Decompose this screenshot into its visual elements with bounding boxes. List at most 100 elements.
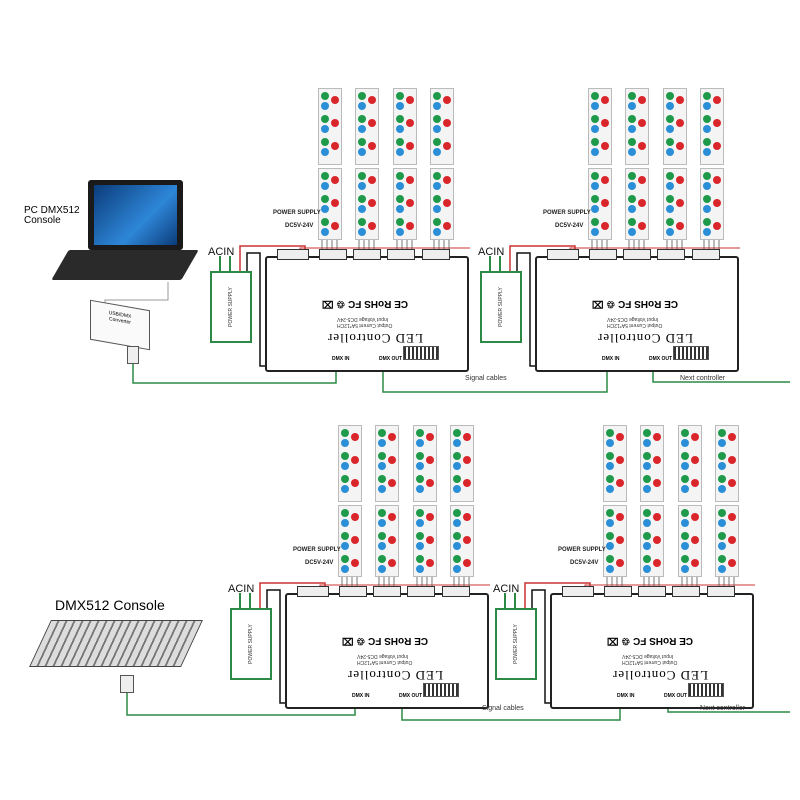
- terminal-block: [407, 586, 435, 597]
- green-led: [606, 509, 614, 517]
- green-led: [681, 555, 689, 563]
- blue-led: [358, 125, 366, 133]
- green-led: [606, 429, 614, 437]
- rgb-led-strip: [338, 425, 362, 502]
- power-supply-label: POWER SUPPLY: [293, 547, 341, 553]
- red-led: [406, 176, 414, 184]
- blue-led: [341, 485, 349, 493]
- green-led: [341, 452, 349, 460]
- green-led: [358, 138, 366, 146]
- green-led: [453, 532, 461, 540]
- certification-marks: CE RoHS FC ♲ ⌧: [342, 635, 429, 646]
- green-led: [628, 218, 636, 226]
- terminal-block: [672, 586, 700, 597]
- red-led: [351, 456, 359, 464]
- green-led: [606, 555, 614, 563]
- green-led: [321, 92, 329, 100]
- terminal-block: [604, 586, 632, 597]
- green-led: [416, 509, 424, 517]
- blue-led: [628, 125, 636, 133]
- green-led: [378, 509, 386, 517]
- red-led: [638, 199, 646, 207]
- blue-led: [643, 485, 651, 493]
- red-led: [331, 142, 339, 150]
- blue-led: [396, 148, 404, 156]
- red-led: [426, 479, 434, 487]
- green-led: [341, 532, 349, 540]
- voltage-label: DC5V-24V: [305, 560, 334, 566]
- rgb-led-strip: [375, 505, 399, 577]
- green-led: [453, 429, 461, 437]
- green-led: [666, 172, 674, 180]
- blue-led: [416, 462, 424, 470]
- red-led: [601, 199, 609, 207]
- red-led: [443, 96, 451, 104]
- dip-switch[interactable]: [423, 683, 459, 697]
- green-led: [453, 555, 461, 563]
- blue-led: [321, 148, 329, 156]
- red-led: [713, 142, 721, 150]
- dmx-in-label: DMX IN: [617, 693, 635, 699]
- green-led: [358, 195, 366, 203]
- red-led: [406, 222, 414, 230]
- rgb-led-strip: [450, 425, 474, 502]
- red-led: [601, 222, 609, 230]
- blue-led: [591, 182, 599, 190]
- red-led: [713, 119, 721, 127]
- dip-switch[interactable]: [673, 346, 709, 360]
- led-controller-unit: POWER SUPPLY DC5V-24V ACIN POWER SUPPLY …: [475, 88, 765, 388]
- blue-led: [453, 542, 461, 550]
- acin-label: ACIN: [208, 246, 235, 258]
- dmx-in-label: DMX IN: [602, 356, 620, 362]
- rgb-led-strip: [413, 505, 437, 577]
- power-supply-box: POWER SUPPLY: [210, 271, 252, 343]
- blue-led: [433, 102, 441, 110]
- green-led: [703, 92, 711, 100]
- red-led: [406, 199, 414, 207]
- blue-led: [591, 102, 599, 110]
- blue-led: [416, 542, 424, 550]
- terminal-block: [319, 249, 347, 260]
- green-led: [341, 509, 349, 517]
- dip-switch[interactable]: [403, 346, 439, 360]
- red-led: [676, 142, 684, 150]
- dip-switch[interactable]: [688, 683, 724, 697]
- blue-led: [433, 205, 441, 213]
- red-led: [388, 536, 396, 544]
- terminal-block: [339, 586, 367, 597]
- green-led: [681, 475, 689, 483]
- green-led: [378, 555, 386, 563]
- green-led: [606, 452, 614, 460]
- green-led: [358, 218, 366, 226]
- blue-led: [643, 519, 651, 527]
- blue-led: [643, 462, 651, 470]
- green-led: [703, 138, 711, 146]
- blue-led: [606, 485, 614, 493]
- blue-led: [703, 125, 711, 133]
- blue-led: [703, 228, 711, 236]
- acin-label: ACIN: [493, 583, 520, 595]
- led-controller-unit: POWER SUPPLY DC5V-24V ACIN POWER SUPPLY …: [225, 425, 515, 725]
- next-controller-label: Next controller: [680, 375, 726, 382]
- green-led: [591, 218, 599, 226]
- green-led: [718, 475, 726, 483]
- terminal-block: [657, 249, 685, 260]
- red-led: [616, 559, 624, 567]
- controller-title: LED Controller: [612, 668, 708, 683]
- rgb-led-strip: [678, 425, 702, 502]
- blue-led: [666, 228, 674, 236]
- red-led: [331, 119, 339, 127]
- dmx512-console-label: DMX512 Console: [55, 597, 165, 613]
- red-led: [638, 96, 646, 104]
- red-led: [426, 513, 434, 521]
- green-led: [321, 138, 329, 146]
- green-led: [453, 509, 461, 517]
- red-led: [388, 559, 396, 567]
- blue-led: [718, 542, 726, 550]
- red-led: [351, 536, 359, 544]
- controller-title: LED Controller: [597, 331, 693, 346]
- red-led: [676, 96, 684, 104]
- blue-led: [433, 148, 441, 156]
- red-led: [426, 433, 434, 441]
- red-led: [368, 222, 376, 230]
